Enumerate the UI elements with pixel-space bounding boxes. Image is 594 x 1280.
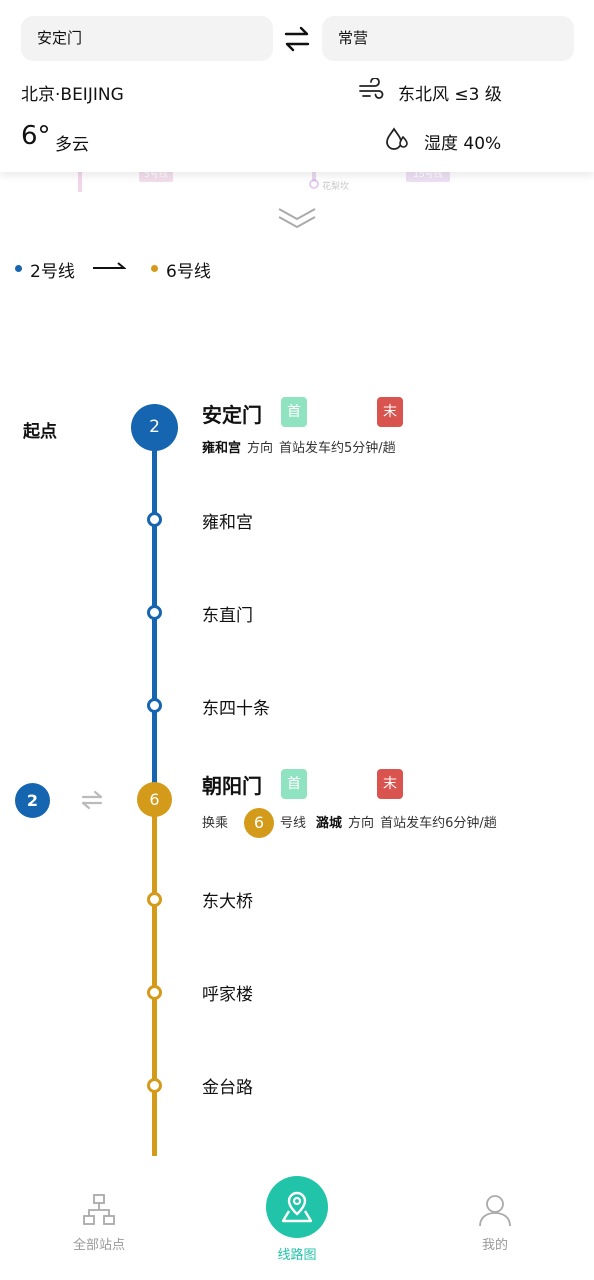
line-6-dot (151, 265, 158, 272)
last-train-badge[interactable]: 末 (377, 769, 403, 799)
wind-icon (359, 78, 384, 99)
station-name[interactable]: 金台路 (202, 1078, 253, 1098)
line-6-track (152, 800, 157, 1156)
map-preview-station-dot (309, 179, 319, 189)
summary-line-6: 6号线 (166, 262, 211, 282)
station-name[interactable]: 雍和宫 (202, 513, 253, 533)
headway-info: 首站发车约6分钟/趟 (380, 815, 497, 831)
arrow-right-icon (93, 262, 126, 269)
stop-dot (147, 985, 162, 1000)
map-pin-icon (281, 1191, 313, 1223)
direction-word: 方向 (247, 441, 274, 456)
nav-mine[interactable]: 我的 (435, 1170, 555, 1253)
weather-condition: 多云 (55, 135, 89, 155)
transfer-info: 换乘 6 号线潞城方向首站发车约6分钟/趟 (202, 808, 503, 838)
line-word: 号线 (280, 815, 307, 831)
swap-icon[interactable] (283, 26, 311, 52)
headway-info: 首站发车约5分钟/趟 (279, 441, 396, 456)
stop-dot (147, 512, 162, 527)
transfer-line-badge: 6 (137, 782, 172, 817)
first-train-badge[interactable]: 首 (281, 769, 307, 799)
transfer-line-mini-badge: 6 (244, 808, 275, 838)
destination-input[interactable]: 常营 (322, 16, 574, 61)
station-name[interactable]: 东直门 (202, 606, 253, 626)
stop-dot (147, 605, 162, 620)
station-name[interactable]: 东四十条 (202, 699, 270, 719)
start-station-name[interactable]: 安定门 (202, 403, 262, 427)
transfer-word: 换乘 (202, 815, 229, 831)
start-line-badge: 2 (131, 404, 178, 451)
stop-dot (147, 1078, 162, 1093)
nav-label: 我的 (481, 1238, 508, 1253)
stop-dot (147, 892, 162, 907)
nav-label: 线路图 (277, 1248, 317, 1263)
nav-label: 全部站点 (72, 1238, 125, 1253)
nav-route-map[interactable]: 线路图 (237, 1170, 357, 1263)
station-name[interactable]: 呼家楼 (202, 985, 253, 1005)
summary-line-2: 2号线 (30, 262, 75, 282)
last-train-badge[interactable]: 末 (377, 397, 403, 427)
line-2-dot (15, 265, 22, 272)
humidity-icon (386, 127, 408, 150)
nav-all-stations[interactable]: 全部站点 (39, 1170, 159, 1253)
from-line-badge: 2 (15, 783, 50, 818)
chevron-double-down-icon[interactable] (276, 205, 318, 233)
direction-station: 雍和宫 (202, 441, 242, 456)
transfer-icon (81, 790, 103, 810)
map-preview-station-label: 花梨坎 (322, 182, 350, 192)
bottom-navigation: 全部站点 线路图 我的 (0, 1170, 594, 1280)
origin-input[interactable]: 安定门 (21, 16, 273, 61)
transfer-station-name[interactable]: 朝阳门 (202, 774, 262, 798)
route-map-bubble (266, 1176, 328, 1238)
direction-station: 潞城 (316, 815, 343, 831)
map-preview-line (78, 170, 82, 192)
station-name[interactable]: 东大桥 (202, 892, 253, 912)
hierarchy-icon (83, 1194, 115, 1225)
city-name: 北京·BEIJING (21, 85, 124, 105)
humidity-info: 湿度 40% (424, 134, 502, 154)
direction-word: 方向 (348, 815, 375, 831)
header-panel: 安定门 常营 北京·BEIJING 东北风 ≤3 级 6° 多云 湿度 40% (0, 0, 594, 172)
map-preview-line (312, 170, 316, 182)
stop-dot (147, 698, 162, 713)
temperature: 6° (21, 121, 51, 151)
user-icon (479, 1195, 511, 1227)
wind-info: 东北风 ≤3 级 (398, 85, 502, 105)
start-label: 起点 (23, 422, 57, 442)
start-station-info: 雍和宫方向首站发车约5分钟/趟 (202, 437, 402, 456)
first-train-badge[interactable]: 首 (281, 397, 307, 427)
